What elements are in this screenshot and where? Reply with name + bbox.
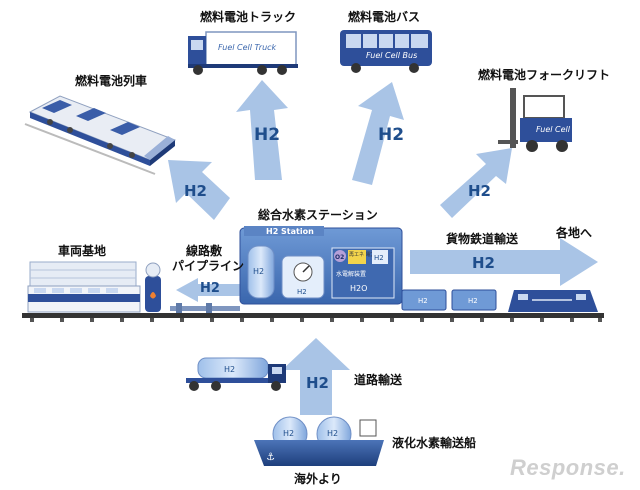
h2-label-truck: H2 xyxy=(254,125,280,145)
fc-truck-image: Fuel Cell Truck xyxy=(188,31,298,75)
bus-text: Fuel Cell Bus xyxy=(366,51,417,60)
arrow-freight: H2 xyxy=(410,238,598,286)
arrow-to-train: H2 xyxy=(168,160,230,220)
tanker-label: H2 xyxy=(224,365,235,374)
station-sign: H2 Station xyxy=(266,227,314,236)
o2-label: O2 xyxy=(335,254,344,261)
label-fc-bus: 燃料電池バス xyxy=(348,10,421,24)
railway-track xyxy=(22,313,604,322)
arrow-to-truck: H2 xyxy=(236,80,288,180)
station-tank-label: H2 xyxy=(253,267,264,276)
freight-car-1-label: H2 xyxy=(418,297,428,305)
h2-label-freight: H2 xyxy=(472,254,495,272)
dispenser-label: H2 xyxy=(297,288,307,296)
h2-label-import: H2 xyxy=(306,374,329,392)
freight-car-2-label: H2 xyxy=(468,297,478,305)
fc-train-image xyxy=(24,95,176,175)
h2-out-label: H2 xyxy=(374,254,384,262)
anchor-icon: ⚓ xyxy=(266,452,275,463)
electrolysis-label: 水電解装置 xyxy=(336,270,366,278)
label-pipeline-2: パイプライン xyxy=(172,259,245,273)
label-depot: 車両基地 xyxy=(58,244,107,258)
label-fc-train: 燃料電池列車 xyxy=(75,74,148,88)
fc-forklift-image: Fuel Cell xyxy=(498,88,572,152)
lh2-ship-image: H2 H2 ⚓ xyxy=(254,416,384,466)
h2-label-train: H2 xyxy=(184,182,207,200)
hydrogen-station: H2 Station H2 H2 O2 再エネ 電力 H2 水電解装置 H2O xyxy=(239,226,403,305)
h2-label-pipeline: H2 xyxy=(200,281,220,296)
arrow-to-bus: H2 xyxy=(352,82,404,185)
arrow-pipeline: H2 xyxy=(176,278,240,302)
label-road: 道路輸送 xyxy=(354,373,403,387)
tanker-truck-image: H2 xyxy=(186,357,286,391)
depot-image xyxy=(27,261,161,313)
label-destinations: 各地へ xyxy=(556,226,593,240)
h2-label-bus: H2 xyxy=(378,125,404,145)
label-fc-forklift: 燃料電池フォークリフト xyxy=(478,68,611,82)
fc-bus-image: Fuel Cell Bus xyxy=(340,30,432,73)
arrow-to-forklift: H2 xyxy=(440,148,512,218)
label-pipeline-1: 線路敷 xyxy=(186,244,223,258)
pipeline-image xyxy=(170,303,240,314)
h2o-label: H2O xyxy=(350,284,367,293)
freight-train-image: H2 H2 xyxy=(401,289,598,312)
arrow-import: H2 xyxy=(282,338,350,415)
label-station: 総合水素ステーション xyxy=(258,208,378,222)
truck-text: Fuel Cell Truck xyxy=(218,43,277,52)
ship-tank-2-label: H2 xyxy=(327,429,338,438)
label-ship: 液化水素輸送船 xyxy=(392,436,477,450)
response-watermark: Response. xyxy=(510,455,626,480)
h2-label-forklift: H2 xyxy=(468,182,491,200)
label-overseas: 海外より xyxy=(294,472,342,486)
forklift-text: Fuel Cell xyxy=(536,125,571,134)
label-fc-truck: 燃料電池トラック xyxy=(200,10,297,24)
ship-tank-1-label: H2 xyxy=(283,429,294,438)
renewable-label: 再エネ 電力 xyxy=(349,251,376,258)
label-freight: 貨物鉄道輸送 xyxy=(446,232,519,246)
